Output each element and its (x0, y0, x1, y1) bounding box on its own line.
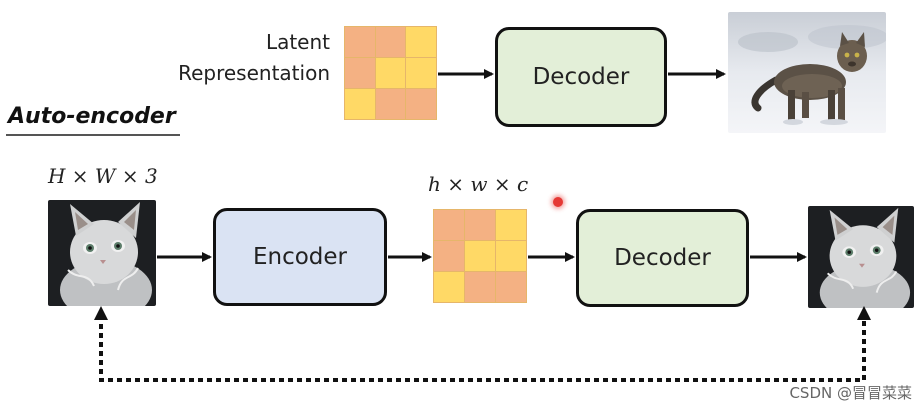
loop-arrowhead-left (94, 306, 108, 320)
heading-underline (6, 134, 180, 136)
loop-arrowhead-right (857, 306, 871, 320)
latent-cell (465, 210, 495, 240)
latent-cell (496, 272, 526, 302)
latent-cell (345, 27, 375, 57)
latent-grid-bottom (433, 209, 527, 303)
latent-label-line1: Latent (265, 30, 330, 54)
latent-cell (345, 89, 375, 119)
reconstruction-loop-dotted (99, 312, 866, 382)
input-kitten-image (48, 200, 156, 306)
encoder-label: Encoder (252, 244, 348, 270)
csdn-watermark: CSDN @冒冒菜菜 (789, 384, 912, 402)
latent-label-line2: Representation (178, 61, 330, 85)
decoder-label-bottom: Decoder (614, 245, 711, 271)
latent-cell (434, 272, 464, 302)
latent-cell (465, 241, 495, 271)
latent-cell (345, 58, 375, 88)
decoder-label-top: Decoder (532, 64, 630, 90)
latent-cell (465, 272, 495, 302)
cat-in-snow-image (728, 12, 886, 133)
output-kitten-image (808, 206, 914, 308)
latent-cell (375, 27, 406, 57)
auto-encoder-heading: Auto-encoder (8, 104, 176, 129)
latent-cell (375, 58, 406, 88)
latent-cell (406, 27, 436, 57)
input-dimensions-label: H × W × 3 (48, 164, 158, 188)
latent-cell (496, 241, 526, 271)
latent-cell (434, 210, 464, 240)
latent-cell (406, 89, 436, 119)
decoder-box-bottom: Decoder (576, 209, 749, 307)
encoder-box: Encoder (213, 208, 387, 306)
latent-dimensions-label: h × w × c (428, 172, 529, 196)
latent-representation-label: Latent Representation (150, 27, 330, 89)
latent-cell (434, 241, 464, 271)
latent-cell (496, 210, 526, 240)
latent-cell (375, 89, 406, 119)
latent-cell (406, 58, 436, 88)
latent-grid-top (344, 26, 437, 120)
decoder-box-top: Decoder (495, 27, 667, 127)
pointer-dot (553, 197, 563, 207)
